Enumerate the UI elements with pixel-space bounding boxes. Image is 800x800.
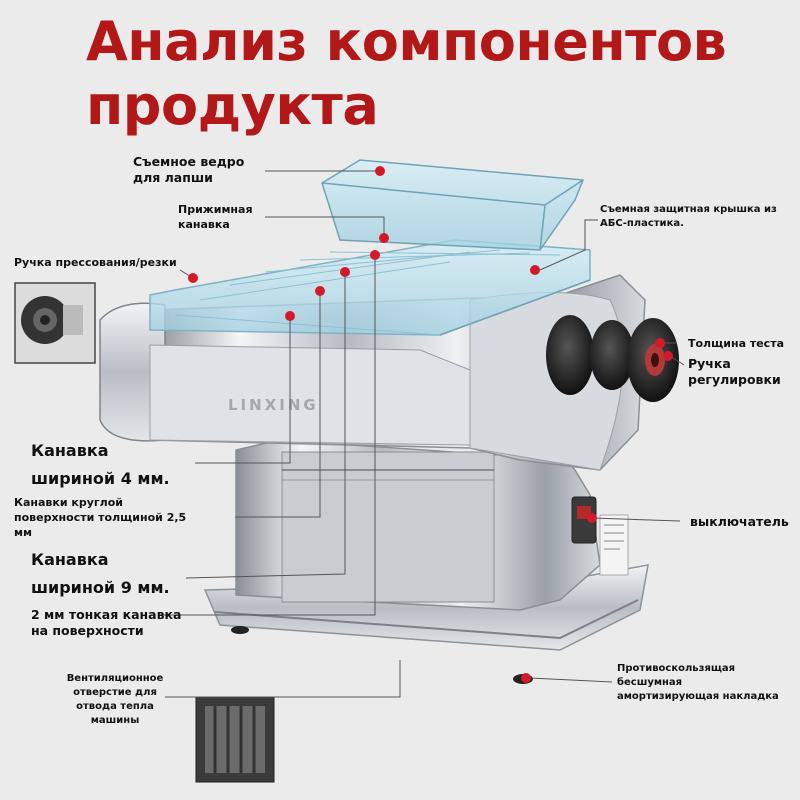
label-vent-line-3: отвода тепла [76, 701, 154, 712]
vent-inset [195, 696, 275, 783]
label-groove-9mm: Канавка шириной 9 мм. [31, 546, 170, 602]
markers [188, 166, 673, 683]
label-press-groove: Прижимная канавка [178, 202, 253, 232]
label-anti-slip-line-2: бесшумная [617, 677, 683, 688]
leader-2mm [160, 255, 376, 616]
label-groove-9mm-line-2: шириной 9 мм. [31, 578, 170, 597]
leader-anti-slip [529, 677, 613, 683]
leader-vent [165, 660, 401, 698]
anti-slip-foot [231, 626, 249, 634]
label-groove-4mm-line-2: шириной 4 мм. [31, 469, 170, 488]
leader-abs-cover [539, 219, 598, 271]
label-round-groove-line-1: Канавки круглой [14, 496, 123, 509]
label-anti-slip-line-3: амортизирующая накладка [617, 691, 779, 702]
label-round-groove-line-3: мм [14, 526, 32, 539]
label-round-groove-line-2: поверхности толщиной 2,5 [14, 511, 187, 524]
label-press-groove-line-2: канавка [178, 218, 230, 231]
label-round-groove: Канавки круглой поверхности толщиной 2,5… [14, 495, 186, 540]
title-line-1: Анализ компонентов [86, 10, 727, 73]
leader-lines [160, 170, 685, 698]
noodle-bucket [321, 159, 585, 251]
label-groove-9mm-line-1: Канавка [31, 550, 109, 569]
marker-thickness [655, 338, 665, 348]
label-adjust-knob-line-2: регулировки [688, 372, 781, 387]
label-press-handle: Ручка прессования/резки [14, 255, 177, 270]
marker-abs-cover [530, 265, 540, 275]
label-bucket-line-2: для лапши [133, 170, 213, 185]
label-groove-2mm-line-2: на поверхности [31, 623, 144, 638]
label-bucket-line-1: Съемное ведро [133, 154, 245, 169]
label-abs-cover-line-2: АБС-пластика. [600, 218, 684, 229]
label-thickness: Толщина теста [688, 336, 784, 351]
thickness-knob [546, 315, 679, 402]
marker-switch [587, 513, 597, 523]
marker-bucket [375, 166, 385, 176]
label-vent: Вентиляционное отверстие для отвода тепл… [63, 672, 167, 728]
label-anti-slip: Противоскользящая бесшумная амортизирующ… [617, 662, 779, 704]
label-switch-text: выключатель [690, 514, 789, 529]
press-handle-inset [14, 282, 96, 364]
label-adjust-knob-line-1: Ручка [688, 356, 731, 371]
label-vent-line-1: Вентиляционное [66, 673, 164, 684]
leader-9mm [185, 272, 346, 579]
marker-9mm-top [340, 267, 350, 277]
marker-press-groove [379, 233, 389, 243]
label-groove-2mm-line-1: 2 мм тонкая канавка [31, 607, 182, 622]
label-adjust-knob: Ручка регулировки [688, 356, 781, 388]
label-groove-4mm-line-1: Канавка [31, 441, 109, 460]
marker-round-top [315, 286, 325, 296]
leader-switch [591, 517, 681, 522]
page-title: Анализ компонентов продукта [86, 10, 786, 138]
label-vent-line-2: отверстие для [73, 687, 157, 698]
label-abs-cover-line-1: Съемная защитная крышка из [600, 204, 777, 215]
label-switch: выключатель [690, 514, 789, 530]
marker-2mm-top [370, 250, 380, 260]
label-groove-2mm: 2 мм тонкая канавка на поверхности [31, 607, 181, 639]
label-groove-4mm: Канавка шириной 4 мм. [31, 437, 170, 493]
marker-4mm-top [285, 311, 295, 321]
label-abs-cover: Съемная защитная крышка из АБС-пластика. [600, 203, 777, 231]
label-anti-slip-line-1: Противоскользящая [617, 663, 736, 674]
marker-adjust-knob [663, 351, 673, 361]
leader-press-groove [265, 216, 385, 238]
leader-round [235, 291, 321, 518]
pasta-machine: LINXING [14, 159, 679, 783]
label-thickness-text: Толщина теста [688, 337, 784, 350]
label-press-handle-text: Ручка прессования/резки [14, 256, 177, 269]
label-press-groove-line-1: Прижимная [178, 203, 253, 216]
label-vent-line-4: машины [90, 715, 140, 726]
marker-anti-slip [521, 673, 531, 683]
leader-4mm [195, 316, 291, 464]
marker-press-handle [188, 273, 198, 283]
brand-mark: LINXING [228, 396, 319, 414]
abs-cover [149, 239, 591, 336]
label-bucket: Съемное ведро для лапши [133, 154, 244, 186]
title-line-2: продукта [86, 74, 379, 137]
